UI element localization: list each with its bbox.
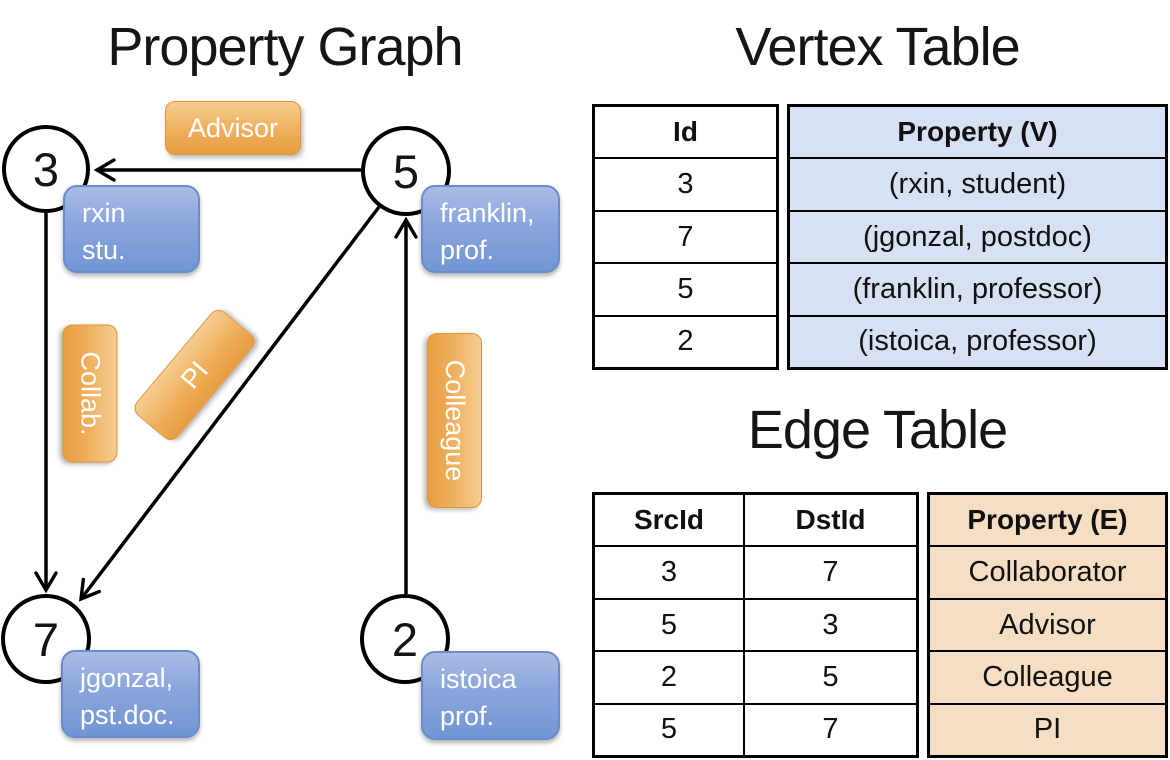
edge-row-dstid: 5: [745, 650, 916, 702]
vertex-row-property: (franklin, professor): [790, 262, 1165, 314]
vertex-callout-istoica: istoica prof.: [421, 651, 560, 740]
edge-row-property: Colleague: [930, 650, 1165, 702]
edge-pi-arrow: [78, 205, 381, 602]
vertex-row-id: 2: [595, 314, 776, 367]
vertex-callout-line: prof.: [440, 701, 495, 731]
graph-node-5: 5: [361, 126, 451, 216]
vertex-callout-line: franklin,: [440, 198, 535, 228]
vertex-callout-franklin: franklin, prof.: [421, 185, 560, 273]
vertex-callout-line: istoica: [440, 664, 517, 694]
vertex-row-id: 5: [595, 262, 776, 314]
vertex-table-id-header: Id: [673, 116, 698, 148]
edge-table-ids-columns: SrcId 3 5 2 5 DstId 7 3 5 7: [592, 492, 919, 758]
edge-row-srcid: 3: [595, 545, 743, 597]
vertex-callout-line: stu.: [82, 235, 126, 265]
edge-row-srcid: 2: [595, 650, 743, 702]
graph-node-2: 2: [360, 594, 450, 684]
vertex-table-title: Vertex Table: [735, 17, 1020, 77]
vertex-row-property: (istoica, professor): [790, 314, 1165, 367]
edge-row-property: Collaborator: [930, 545, 1165, 597]
edge-row-dstid: 7: [745, 702, 916, 755]
edge-table-dstid-column: DstId 7 3 5 7: [743, 495, 916, 755]
edge-row-srcid: 5: [595, 702, 743, 755]
vertex-table-property-column: Property (V) (rxin, student) (jgonzal, p…: [787, 104, 1168, 370]
edge-label-collab: Collab.: [62, 324, 118, 463]
vertex-callout-line: prof.: [440, 235, 495, 265]
vertex-row-property: (jgonzal, postdoc): [790, 209, 1165, 262]
edge-table-srcid-header: SrcId: [633, 504, 705, 536]
property-graph-title: Property Graph: [107, 17, 463, 77]
edge-table-srcid-column: SrcId 3 5 2 5: [595, 495, 743, 755]
vertex-callout-rxin: rxin stu.: [63, 185, 200, 273]
vertex-callout-line: jgonzal,: [80, 663, 174, 693]
edge-row-property: PI: [930, 702, 1165, 755]
edge-label-advisor: Advisor: [165, 101, 301, 155]
vertex-table-id-column: Id 3 7 5 2: [592, 104, 779, 370]
vertex-callout-jgonzal: jgonzal, pst.doc.: [61, 650, 200, 738]
vertex-row-property: (rxin, student): [790, 157, 1165, 209]
edge-label-colleague: Colleague: [427, 333, 482, 508]
edge-row-srcid: 5: [595, 597, 743, 650]
edge-row-dstid: 3: [745, 597, 916, 650]
vertex-row-id: 3: [595, 157, 776, 209]
graph-edges-layer: [34, 158, 418, 602]
edge-table-property-column: Property (E) Collaborator Advisor Collea…: [927, 492, 1168, 758]
vertex-callout-line: pst.doc.: [80, 700, 175, 730]
edge-table-dstid-header: DstId: [795, 504, 866, 536]
edge-table-title: Edge Table: [747, 400, 1008, 460]
vertex-callout-line: rxin: [82, 198, 126, 228]
edge-row-dstid: 7: [745, 545, 916, 597]
edge-table-property-header: Property (E): [967, 504, 1128, 536]
edge-row-property: Advisor: [930, 597, 1165, 650]
vertex-table-property-header: Property (V): [897, 116, 1058, 148]
vertex-row-id: 7: [595, 209, 776, 262]
